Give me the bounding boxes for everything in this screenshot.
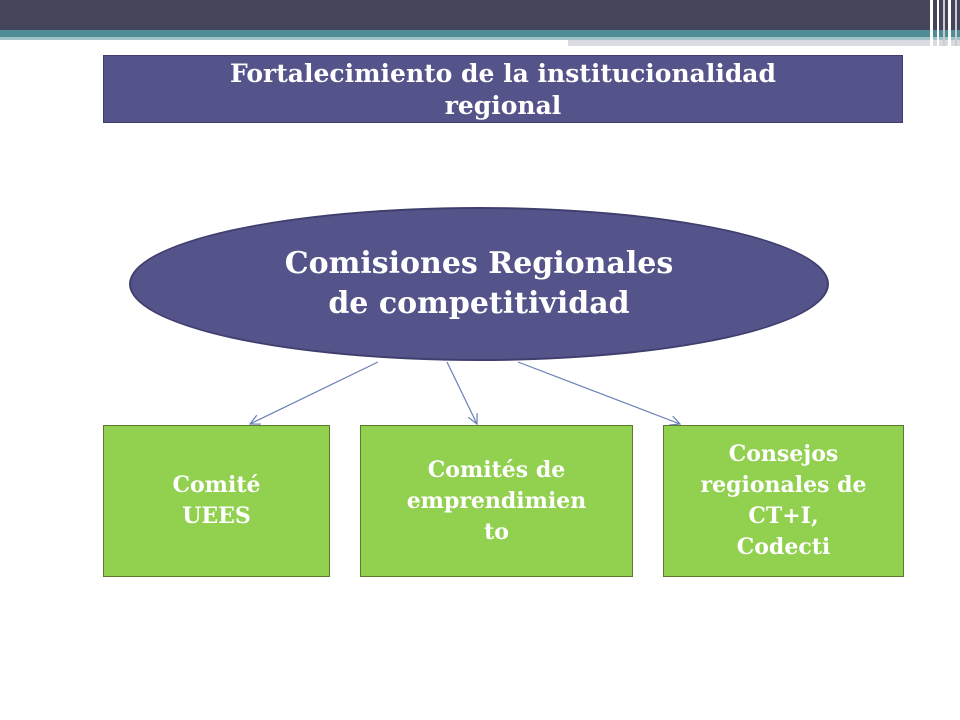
title-line-2: regional [444,91,562,120]
box-consejos-regionales: Consejos regionales de CT+I, Codecti [663,425,904,577]
box-comite-uees: Comité UEES [103,425,330,577]
box-2-line-2: emprendimien [406,487,587,514]
connector-to-box-1 [250,361,379,424]
box-1-line-1: Comité [172,472,261,498]
center-line-1: Comisiones Regionales [284,246,674,281]
box-3-line-2: regionales de [700,472,867,498]
box-2-line-3: to [484,518,509,545]
connector-to-box-2 [446,361,477,424]
box-3-line-3: CT+I, [748,503,819,529]
box-2-line-1: Comités de [427,456,566,483]
top-banner [0,0,960,46]
box-3-line-4: Codecti [736,534,831,560]
center-ellipse: Comisiones Regionales de competitividad [129,207,829,361]
title-line-1: Fortalecimiento de la institucionalidad [230,59,776,88]
box-3-line-1: Consejos [728,441,839,467]
center-line-2: de competitividad [328,286,630,321]
box-comites-emprendimiento: Comités de emprendimien to [360,425,633,577]
box-1-line-2: UEES [182,503,251,529]
connector-to-box-3 [517,361,680,424]
title-box: Fortalecimiento de la institucionalidad … [103,55,903,123]
